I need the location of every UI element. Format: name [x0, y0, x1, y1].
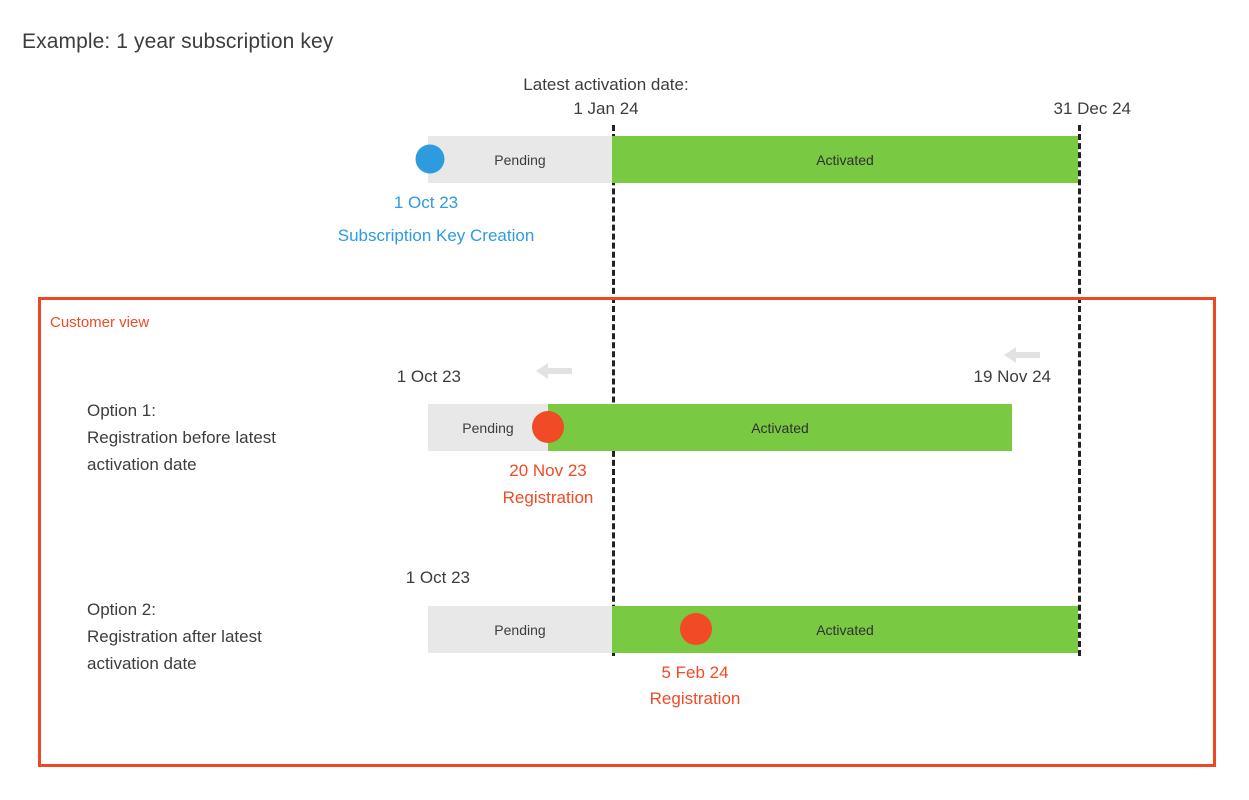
option-1-activated-label: Activated — [751, 419, 809, 436]
subscription-end-date: 31 Dec 24 — [1053, 99, 1132, 118]
master-pending-bar[interactable]: Pending — [428, 136, 612, 183]
option-1-registration-caption: Registration — [502, 488, 594, 507]
option-2-description: Registration after latest activation dat… — [87, 627, 262, 673]
creation-caption-label: Subscription Key Creation — [337, 226, 535, 245]
latest-activation-caption: Latest activation date: — [523, 75, 689, 94]
creation-date-label: 1 Oct 23 — [393, 193, 459, 212]
page-title: Example: 1 year subscription key — [22, 30, 334, 53]
red-dot-icon — [680, 613, 712, 645]
option-1-start-date: 1 Oct 23 — [396, 367, 461, 386]
customer-view-label: Customer view — [50, 314, 150, 331]
customer-view-frame — [38, 297, 1216, 767]
latest-activation-date: 1 Jan 24 — [573, 99, 639, 118]
master-activated-label: Activated — [816, 151, 874, 168]
master-pending-label: Pending — [494, 151, 546, 168]
left-arrow-icon — [534, 360, 574, 382]
option-1-description: Registration before latest activation da… — [87, 428, 276, 474]
blue-dot-icon — [415, 144, 445, 174]
option-1-registration-date: 20 Nov 23 — [509, 461, 587, 480]
option-2-activated-label: Activated — [816, 621, 874, 638]
option-2-title: Option 2: — [87, 600, 156, 619]
master-activated-bar[interactable]: Activated — [612, 136, 1078, 183]
option-1-pending-label: Pending — [462, 419, 514, 436]
option-2-registration-date: 5 Feb 24 — [661, 663, 729, 682]
option-2-registration-caption: Registration — [649, 689, 741, 708]
guide-line-subscription-end — [1078, 125, 1081, 656]
red-dot-icon — [532, 411, 564, 443]
guide-line-latest-activation — [612, 125, 615, 656]
left-arrow-icon — [1002, 344, 1042, 366]
option-1-activated-bar[interactable]: Activated — [548, 404, 1012, 451]
option-2-start-date: 1 Oct 23 — [405, 568, 470, 587]
option-1-pending-bar[interactable]: Pending — [428, 404, 548, 451]
option-2-pending-bar[interactable]: Pending — [428, 606, 612, 653]
option-2-pending-label: Pending — [494, 621, 546, 638]
option-1-title: Option 1: — [87, 401, 156, 420]
option-1-end-date: 19 Nov 24 — [973, 367, 1052, 386]
